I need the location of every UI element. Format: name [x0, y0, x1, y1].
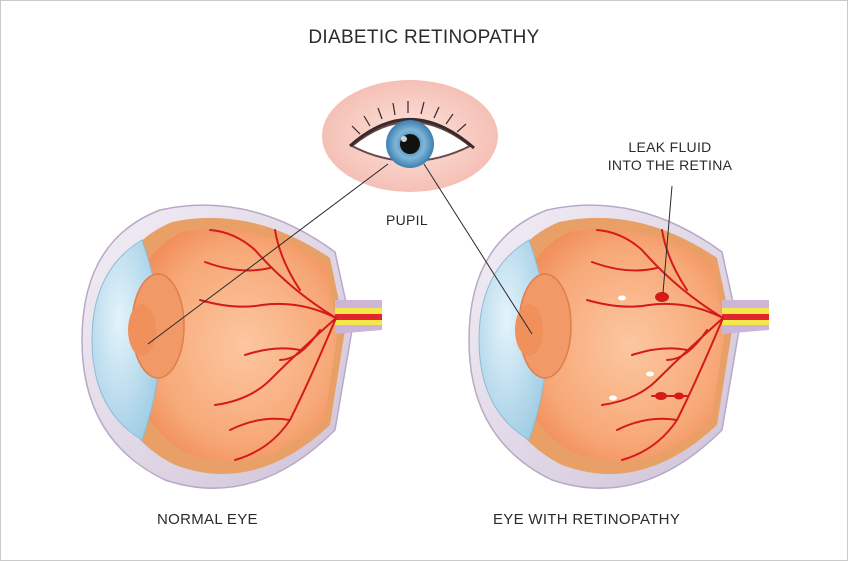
- normal-eye-cross-section: [81, 204, 382, 489]
- leak-label-line2: INTO THE RETINA: [607, 157, 733, 173]
- retinal-vessels: [199, 229, 337, 461]
- retinopathy-eye-label: EYE WITH RETINOPATHY: [493, 511, 681, 528]
- pupil-label: PUPIL: [386, 212, 428, 228]
- leader-line-left: [147, 163, 389, 345]
- leader-line-leak: [662, 185, 673, 294]
- leader-lines: [147, 163, 673, 345]
- retina: [128, 228, 338, 462]
- eyelashes: [351, 101, 467, 135]
- diagram-title: DIABETIC RETINOPATHY: [308, 27, 540, 48]
- retinopathy-eye-cross-section: [468, 204, 769, 489]
- retina: [515, 228, 725, 462]
- external-eye: [322, 80, 498, 192]
- leader-line-right: [423, 163, 533, 335]
- leak-label-line1: LEAK FLUID: [628, 139, 712, 155]
- exudates: [609, 295, 654, 401]
- normal-eye-label: NORMAL EYE: [157, 511, 258, 528]
- leak-fluid-label: LEAK FLUID INTO THE RETINA: [580, 138, 760, 174]
- hemorrhages: [655, 292, 684, 400]
